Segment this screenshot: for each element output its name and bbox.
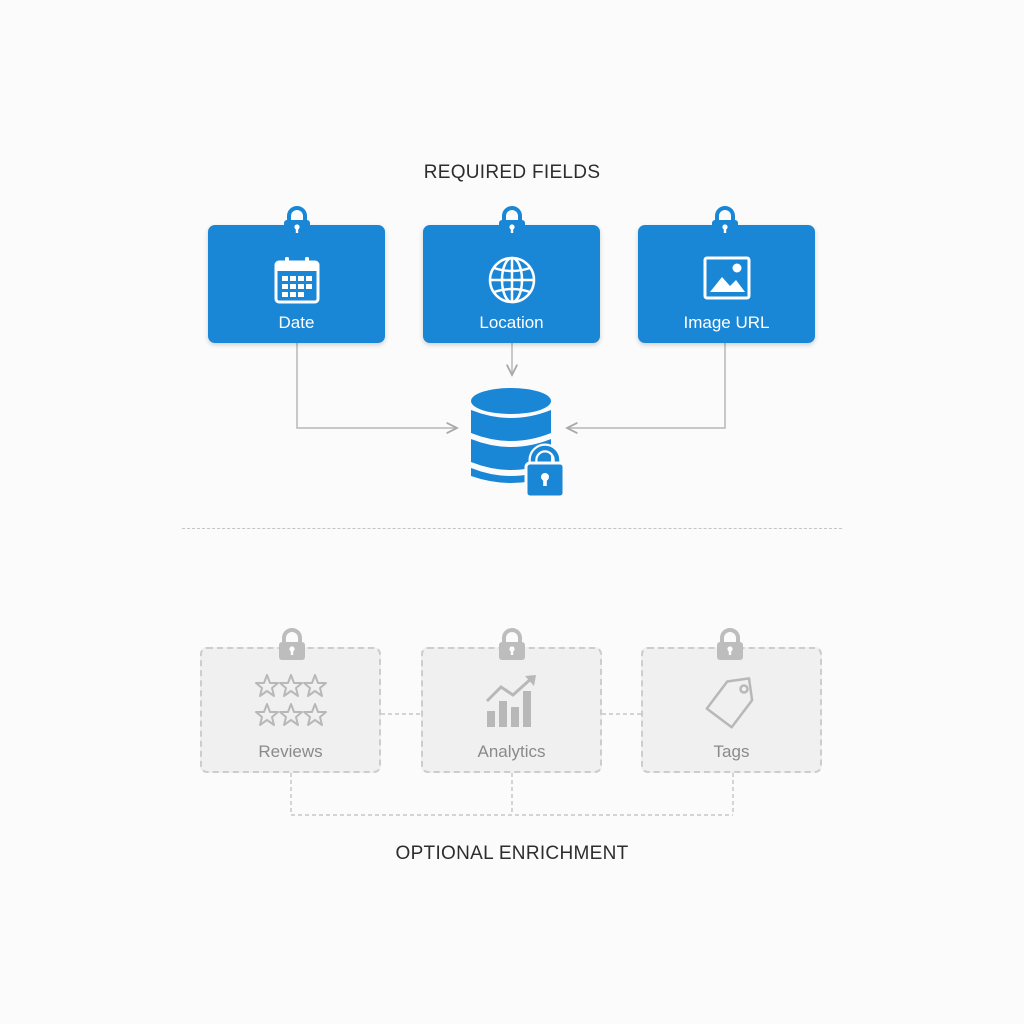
globe-icon [488,256,535,304]
date-field-card: Date [208,225,385,343]
optional-enrichment-heading: OPTIONAL ENRICHMENT [395,843,629,864]
tags-padlock-icon [717,628,743,660]
database-lock-icon [471,388,566,499]
image-url-to-database-arrow [567,343,726,428]
tags-card: Tags [641,647,822,773]
tags-label: Tags [713,742,750,761]
image-url-label: Image URL [683,313,770,332]
section-divider [182,528,842,529]
required-fields-heading: REQUIRED FIELDS [423,162,601,183]
date-to-database-arrow [296,343,457,428]
reviews-padlock-icon [279,628,305,660]
analytics-label: Analytics [477,742,546,761]
analytics-padlock-icon [499,628,525,660]
image-icon [703,256,750,300]
star-rating-icon [254,674,327,726]
image-url-field-card: Image URL [638,225,815,343]
date-label: Date [278,313,315,332]
calendar-icon [274,257,319,304]
location-field-card: Location [423,225,600,343]
image-url-padlock-icon [712,206,738,238]
optional-connectors [290,713,734,816]
location-label: Location [479,313,544,332]
tag-icon [705,677,753,729]
reviews-label: Reviews [258,742,323,761]
reviews-card: Reviews [200,647,381,773]
analytics-card: Analytics [421,647,602,773]
location-padlock-icon [499,206,525,238]
date-padlock-icon [284,206,310,238]
bar-chart-icon [485,675,536,727]
